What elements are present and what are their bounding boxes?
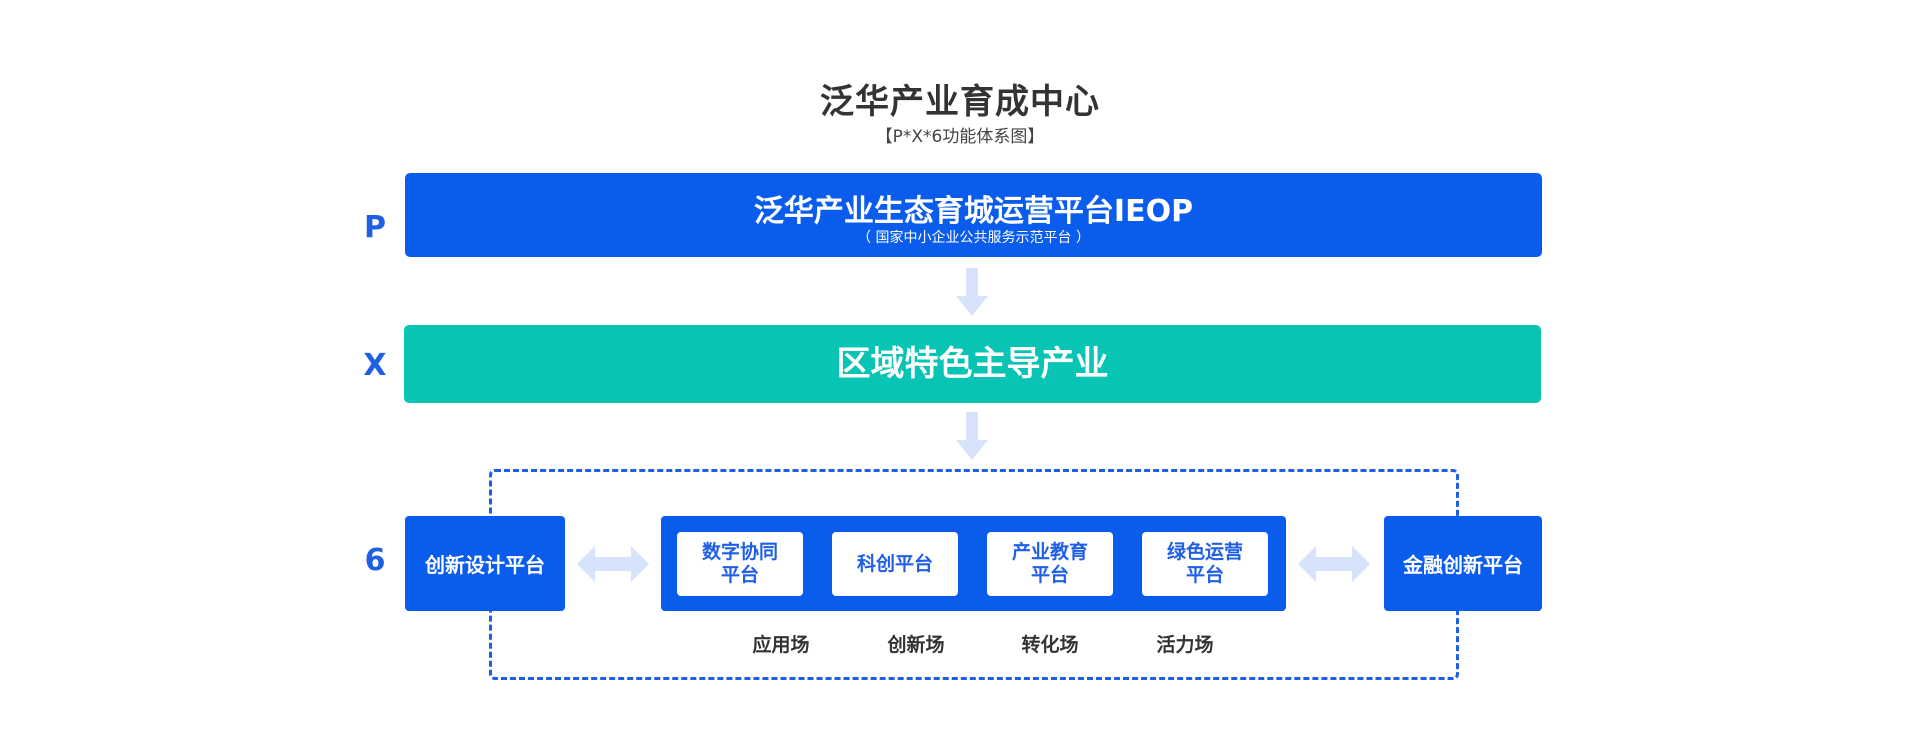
platform-green-operation: 绿色运营 平台 (1142, 532, 1268, 596)
financial-innovation-platform: 金融创新平台 (1384, 516, 1542, 611)
diagram-title: 泛华产业育成中心 (820, 82, 1100, 122)
row-label-6: 6 (364, 543, 386, 578)
platform-ieop-subtitle: （ 国家中小企业公共服务示范平台 ） (857, 230, 1090, 246)
platform-industry-education: 产业教育 平台 (987, 532, 1113, 596)
platform-line1: 产业教育 (1011, 541, 1088, 563)
row-label-x: X (363, 348, 387, 383)
platform-line1: 科创平台 (856, 552, 933, 575)
platform-ieop-bar: 泛华产业生态育城运营平台IEOP （ 国家中小企业公共服务示范平台 ） (405, 173, 1542, 257)
field-label-vitality: 活力场 (1156, 634, 1214, 656)
platform-line2: 平台 (1185, 564, 1224, 586)
field-label-innovation: 创新场 (887, 634, 945, 656)
field-label-application: 应用场 (752, 634, 810, 656)
platform-line2: 平台 (720, 564, 759, 586)
innovation-design-platform: 创新设计平台 (405, 516, 565, 611)
platform-line2: 平台 (1030, 564, 1069, 586)
platform-sci-innovation: 科创平台 (832, 532, 958, 596)
six-platforms-container: 数字协同 平台 科创平台 产业教育 平台 绿色运营 平台 (661, 516, 1286, 611)
arrow-down-icon (956, 268, 988, 316)
platform-line1: 数字协同 (701, 541, 778, 563)
platform-ieop-title: 泛华产业生态育城运营平台IEOP (753, 194, 1194, 229)
arrow-down-icon (956, 412, 988, 460)
platform-digital-collaboration: 数字协同 平台 (677, 532, 803, 596)
row-label-p: P (364, 210, 386, 245)
field-label-transformation: 转化场 (1021, 634, 1079, 656)
regional-industry-bar: 区域特色主导产业 (404, 325, 1541, 403)
platform-line1: 绿色运营 (1166, 541, 1243, 563)
diagram-subtitle: 【P*X*6功能体系图】 (875, 127, 1045, 147)
double-arrow-icon (1298, 546, 1370, 582)
double-arrow-icon (577, 546, 649, 582)
